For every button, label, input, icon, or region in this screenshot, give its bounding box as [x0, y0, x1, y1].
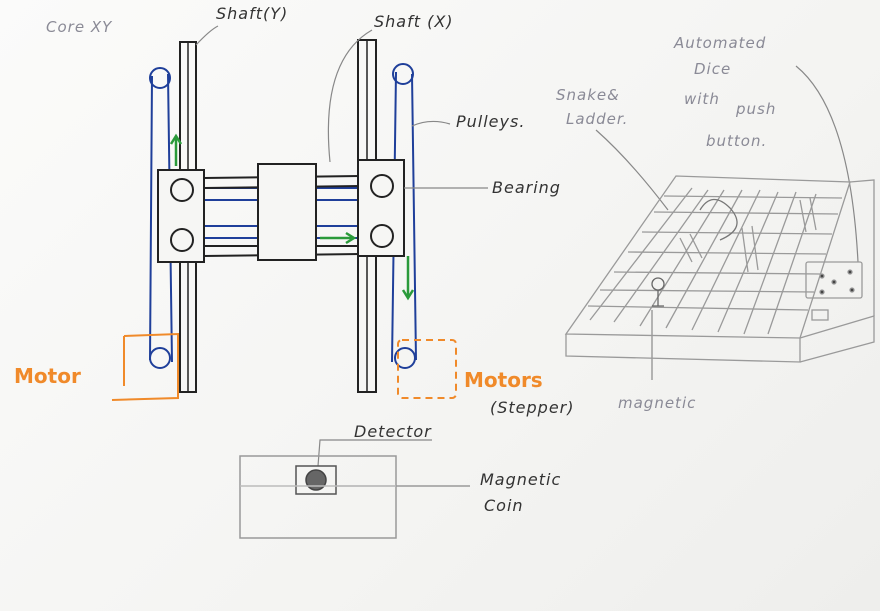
- motor-right: [397, 339, 457, 399]
- detector-label: Detector: [354, 422, 432, 441]
- motors-label: Motors: [464, 368, 543, 392]
- core-xy-label: Core XY: [46, 18, 113, 36]
- shaft-y-label: Shaft(Y): [216, 4, 289, 23]
- leader-lines: [195, 25, 859, 487]
- motor-left: [111, 332, 179, 401]
- stepper-label: (Stepper): [490, 398, 575, 417]
- game-board: [564, 175, 875, 363]
- snake-ladder-label-line1: Snake&: [556, 86, 620, 104]
- dice-label-line5: button.: [706, 132, 768, 150]
- carriage-right: [357, 159, 405, 257]
- shaft-x-label: Shaft (X): [374, 12, 454, 31]
- pulleys-label: Pulleys.: [456, 112, 526, 131]
- detector-diagram: [239, 455, 397, 539]
- dice-label-line2: Dice: [694, 60, 732, 78]
- motor-label: Motor: [14, 364, 81, 388]
- dice-label-line4: push: [736, 100, 777, 118]
- slider-block: [257, 163, 317, 261]
- carriage-left: [157, 169, 205, 263]
- dice-label-line1: Automated: [674, 34, 767, 52]
- snake-ladder-label-line2: Ladder.: [566, 110, 629, 128]
- motion-arrows: [169, 133, 415, 301]
- magnetic-label: magnetic: [618, 394, 697, 412]
- bearing-label: Bearing: [492, 178, 561, 197]
- magnetic-coin-label-line1: Magnetic: [480, 470, 562, 489]
- magnetic-coin-label-line2: Coin: [484, 496, 524, 515]
- dice-label-line3: with: [684, 90, 720, 108]
